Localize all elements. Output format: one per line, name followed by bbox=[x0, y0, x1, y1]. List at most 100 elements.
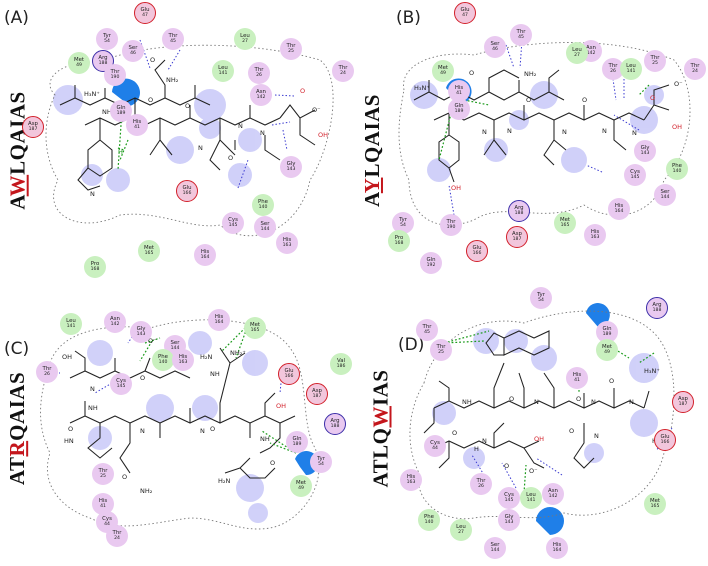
svg-text:N: N bbox=[140, 427, 145, 435]
svg-text:O: O bbox=[582, 96, 587, 104]
svg-text:NH₂: NH₂ bbox=[524, 70, 537, 78]
svg-text:NH: NH bbox=[102, 108, 112, 116]
svg-text:O: O bbox=[569, 427, 574, 435]
svg-text:N: N bbox=[482, 437, 487, 445]
svg-text:OH: OH bbox=[534, 435, 544, 443]
svg-text:O: O bbox=[68, 425, 73, 433]
svg-text:OH: OH bbox=[451, 184, 461, 192]
svg-text:N: N bbox=[238, 122, 243, 130]
svg-text:O: O bbox=[504, 462, 509, 470]
svg-text:O: O bbox=[576, 395, 581, 403]
panel-d: (D) ATLQWIAS NH N bbox=[354, 283, 708, 566]
svg-text:O: O bbox=[526, 96, 531, 104]
svg-text:O: O bbox=[140, 374, 145, 382]
svg-text:O: O bbox=[150, 56, 155, 64]
svg-text:N: N bbox=[629, 398, 634, 406]
svg-text:H: H bbox=[118, 148, 123, 156]
panel-c: (C) ATRQAIAS OH O NH bbox=[0, 283, 354, 566]
svg-text:N: N bbox=[632, 129, 637, 137]
panel-a: (A) AWLQAIAS H₃N⁺ O NH₂ bbox=[0, 0, 354, 283]
svg-text:N: N bbox=[90, 190, 95, 198]
svg-text:O: O bbox=[609, 377, 614, 385]
svg-text:O⁻: O⁻ bbox=[674, 80, 683, 88]
svg-text:N: N bbox=[200, 427, 205, 435]
panel-label: (C) bbox=[4, 339, 30, 359]
svg-text:N: N bbox=[594, 432, 599, 440]
svg-text:O: O bbox=[122, 473, 127, 481]
panel-label: (A) bbox=[4, 8, 29, 28]
svg-text:NH: NH bbox=[88, 404, 98, 412]
svg-text:N: N bbox=[562, 128, 567, 136]
svg-text:O: O bbox=[228, 154, 233, 162]
svg-text:O: O bbox=[452, 429, 457, 437]
svg-text:N: N bbox=[260, 129, 265, 137]
svg-text:N: N bbox=[534, 398, 539, 406]
svg-text:O: O bbox=[469, 69, 474, 77]
svg-text:O⁻: O⁻ bbox=[148, 337, 157, 345]
svg-text:O: O bbox=[300, 87, 305, 95]
svg-text:NH: NH bbox=[260, 435, 270, 443]
svg-text:O: O bbox=[650, 94, 655, 102]
svg-text:NH₂⁺: NH₂⁺ bbox=[230, 349, 246, 357]
svg-text:NH: NH bbox=[462, 398, 472, 406]
svg-text:H₂N: H₂N bbox=[218, 477, 230, 485]
svg-text:H₃N⁺: H₃N⁺ bbox=[644, 367, 660, 375]
svg-text:OH: OH bbox=[62, 353, 72, 361]
svg-text:NH₂: NH₂ bbox=[166, 76, 179, 84]
svg-text:NH: NH bbox=[210, 370, 220, 378]
panel-label: (B) bbox=[396, 8, 421, 28]
svg-text:OH: OH bbox=[276, 402, 286, 410]
svg-text:N: N bbox=[198, 144, 203, 152]
interaction-diagram: OH O NH N O HN O H₂N NH₂⁺ NH N O OH N NH… bbox=[38, 319, 320, 530]
interaction-diagram: NH N O N O N O N O H₃N⁺ HO N O OH H O⁻ O bbox=[409, 303, 675, 535]
